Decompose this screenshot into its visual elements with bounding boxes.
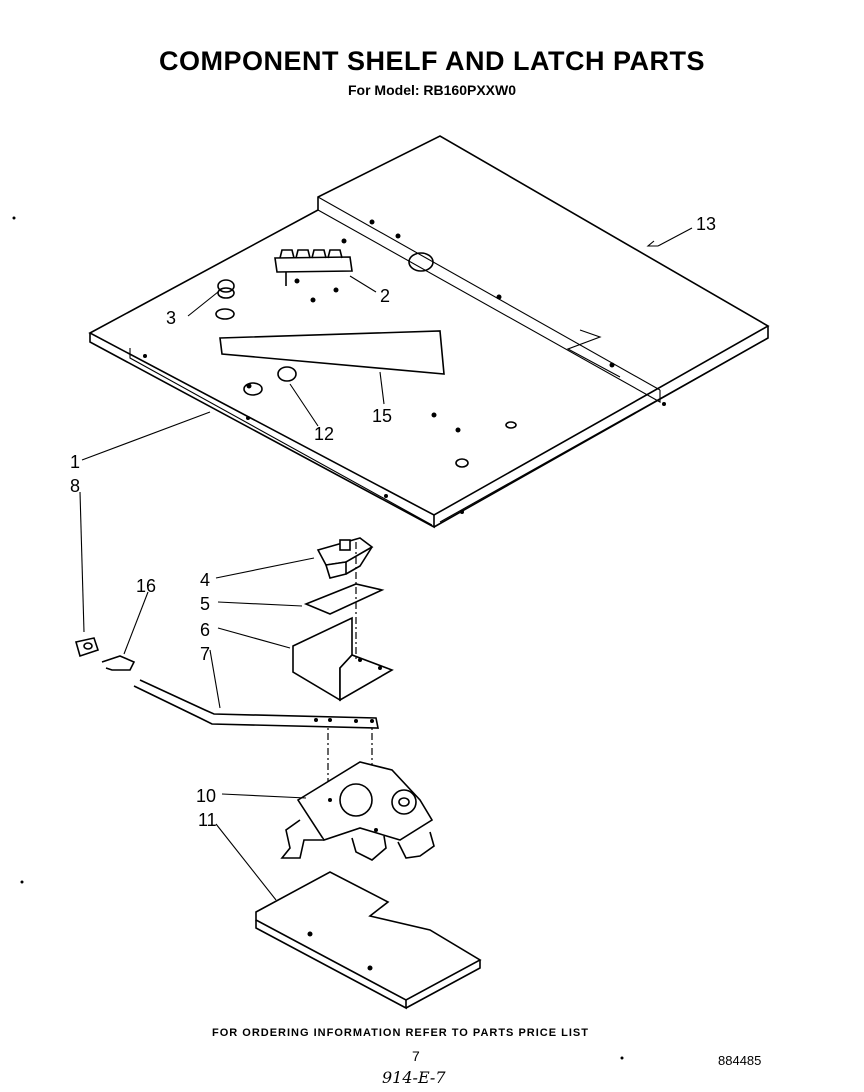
page-title: COMPONENT SHELF AND LATCH PARTS: [159, 46, 705, 76]
model-subtitle: For Model: RB160PXXW0: [347, 82, 517, 98]
callout-3: 3: [166, 308, 176, 328]
plug-button: [277, 366, 297, 382]
terminal-block: [274, 249, 353, 286]
callout-11: 11: [198, 810, 217, 830]
leader-lines: [79, 227, 693, 901]
callout-2: 2: [380, 286, 390, 306]
handwritten-reference: 914-E-7: [382, 1068, 446, 1087]
print-speck: [12, 216, 16, 220]
print-speck: [620, 1056, 624, 1060]
diagram-code: 884485: [718, 1053, 762, 1068]
switch-insulator: [303, 583, 385, 615]
callout-10: 10: [196, 786, 216, 806]
callout-5: 5: [200, 594, 210, 614]
latch-switch: [316, 537, 374, 579]
component-shelf: [88, 135, 770, 529]
switch-bracket: [292, 616, 394, 702]
insulation-strip: [219, 330, 445, 375]
latch-stop-block: [74, 637, 100, 658]
page-number: 7: [412, 1048, 420, 1064]
callout-8: 8: [70, 476, 80, 496]
latch-rod: [133, 679, 379, 729]
callout-7: 7: [200, 644, 210, 664]
callout-12: 12: [314, 424, 334, 444]
callout-1: 1: [70, 452, 80, 472]
bottom-cover: [255, 871, 482, 1010]
callout-15: 15: [372, 406, 392, 426]
callout-6: 6: [200, 620, 210, 640]
callout-16: 16: [136, 576, 156, 596]
grommet: [215, 279, 235, 320]
latch-mechanism: [280, 761, 435, 861]
ordering-note: FOR ORDERING INFORMATION REFER TO PARTS …: [212, 1027, 589, 1039]
print-speck: [20, 880, 24, 884]
spring-clip: [101, 655, 136, 671]
callout-13: 13: [696, 214, 716, 234]
callout-4: 4: [200, 570, 210, 590]
